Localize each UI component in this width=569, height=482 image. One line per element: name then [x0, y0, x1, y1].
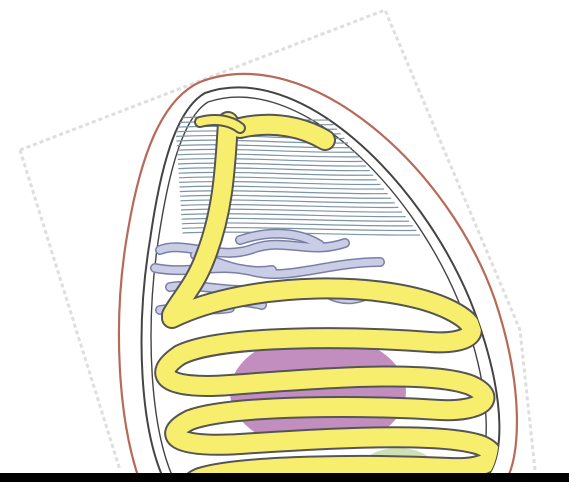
bottom-bar — [0, 473, 569, 482]
